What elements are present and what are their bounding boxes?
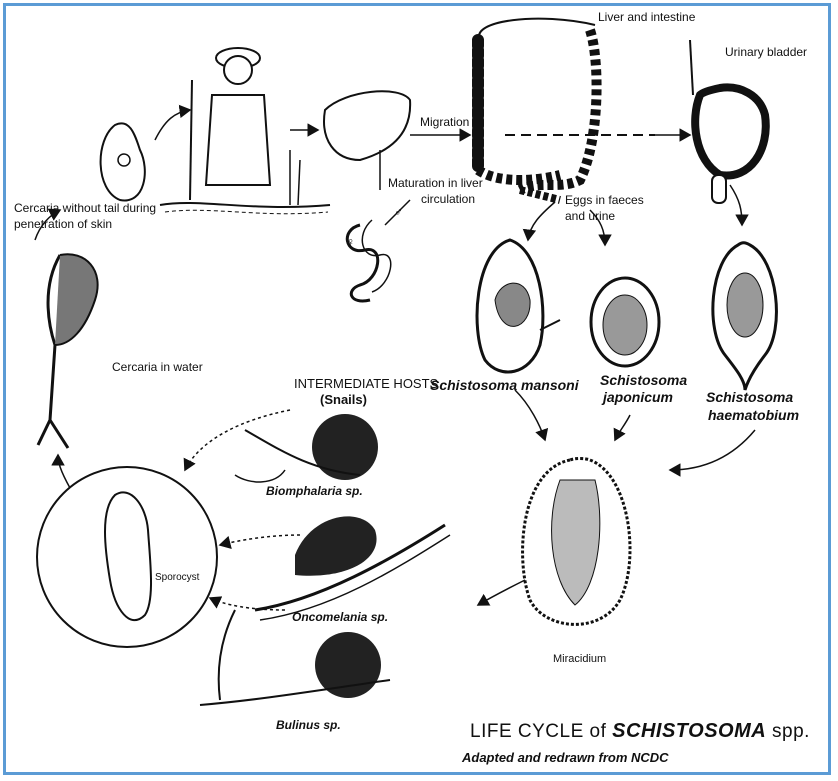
egg-haematobium-drawing xyxy=(713,243,777,390)
figure-title: LIFE CYCLE of SCHISTOSOMA spp. xyxy=(470,720,810,743)
figure-title-genus: SCHISTOSOMA xyxy=(612,720,766,742)
s-haematobium-label-line1: Schistosoma xyxy=(706,390,793,405)
human-host-drawing xyxy=(160,48,330,214)
figure-title-prefix: LIFE CYCLE of xyxy=(470,721,606,742)
cercaria-tailless-label-line1: Cercaria without tail during xyxy=(14,201,156,216)
egg-japonicum-drawing xyxy=(591,278,659,366)
sporocyst-drawing xyxy=(37,467,217,647)
egg-mansoni-drawing xyxy=(477,240,560,372)
female-symbol: ♀ xyxy=(346,235,355,250)
snail-biomphalaria-drawing xyxy=(235,414,378,482)
male-symbol: ♂ xyxy=(394,205,403,220)
s-japonicum-label-line1: Schistosoma xyxy=(600,373,687,388)
migration-label: Migration xyxy=(420,115,469,130)
s-mansoni-label: Schistosoma mansoni xyxy=(430,378,579,393)
bulinus-label: Bulinus sp. xyxy=(276,718,341,733)
biomphalaria-label: Biomphalaria sp. xyxy=(266,484,363,499)
miracidium-drawing xyxy=(523,459,630,625)
urinary-bladder-label: Urinary bladder xyxy=(725,45,807,60)
maturation-label-line2: circulation xyxy=(421,192,475,207)
intestine-drawing xyxy=(478,19,655,200)
figure-title-suffix: spp. xyxy=(772,721,810,742)
s-japonicum-label-line2: japonicum xyxy=(603,390,673,405)
eggs-label-line1: Eggs in faeces xyxy=(565,193,644,208)
snail-oncomelania-drawing xyxy=(255,516,450,620)
oncomelania-label: Oncomelania sp. xyxy=(292,610,388,625)
liver-intestine-label: Liver and intestine xyxy=(598,10,695,25)
s-haematobium-label-line2: haematobium xyxy=(708,408,799,423)
cercaria-tailless-drawing xyxy=(101,123,145,200)
cercaria-tailless-label-line2: penetration of skin xyxy=(14,217,112,232)
maturation-label-line1: Maturation in liver xyxy=(388,176,483,191)
sporocyst-label: Sporocyst xyxy=(155,570,199,585)
intermediate-hosts-label: INTERMEDIATE HOSTS xyxy=(294,376,438,391)
snails-label: (Snails) xyxy=(320,392,367,407)
cercaria-in-water-drawing xyxy=(38,254,98,448)
miracidium-label: Miracidium xyxy=(553,652,606,667)
cercaria-in-water-label: Cercaria in water xyxy=(112,360,203,375)
figure-credit: Adapted and redrawn from NCDC xyxy=(462,750,669,765)
urinary-bladder-drawing xyxy=(690,40,766,203)
eggs-label-line2: and urine xyxy=(565,209,615,224)
